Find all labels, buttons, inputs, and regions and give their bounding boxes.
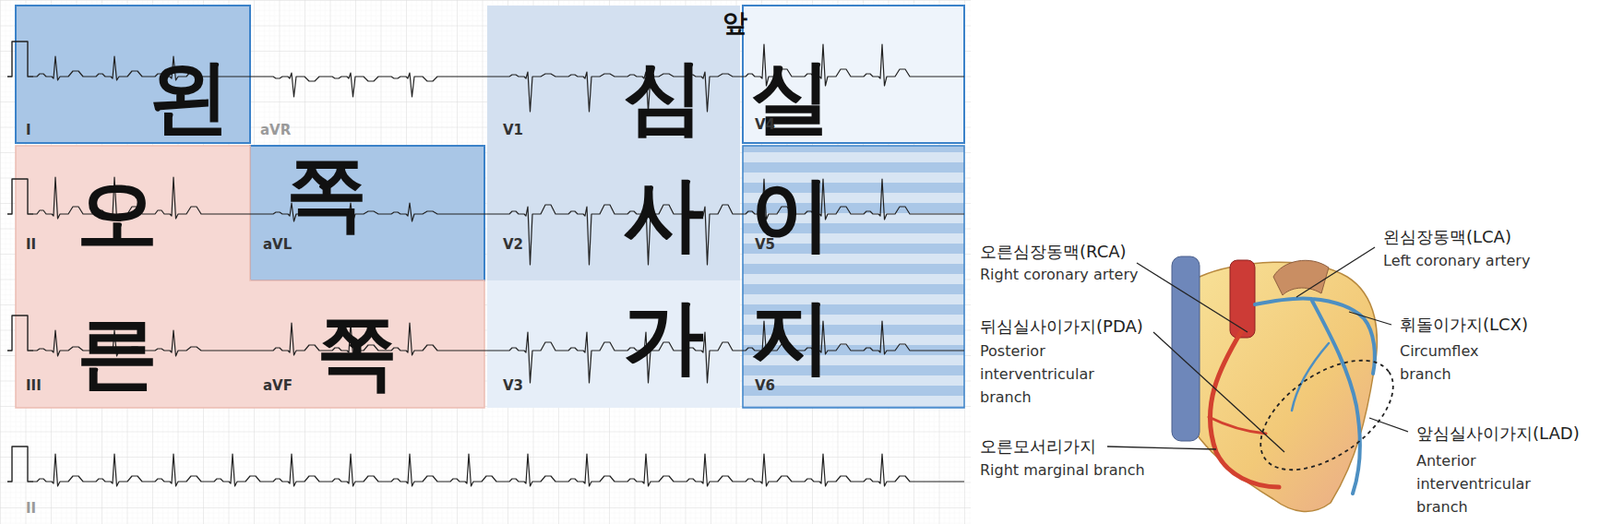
region-letter: 른 [76,311,158,394]
artery-name-ko: 휘돌이가지(LCX) [1399,314,1529,335]
anterior-region [742,5,965,144]
region-letter: 사 [622,173,705,255]
ecg-trace [250,202,488,222]
artery-name-ko: 오른심장동맥(RCA) [979,241,1127,263]
ecg-trace [487,332,743,383]
anterior-region [487,280,741,408]
left-region [15,5,251,144]
lead-name: V4 [754,116,776,133]
ecg-trace [7,179,34,215]
artery-name-en: Right coronary artery [979,265,1138,284]
artery-name-ko: 앞심실사이가지(LAD) [1416,423,1580,444]
lead-name: V3 [502,377,524,395]
anterior-region [742,145,965,408]
anterior-region [487,5,741,281]
lead-name: aVR [260,121,291,139]
lead-name: aVL [262,236,292,253]
lead-name: II [25,500,36,517]
lead-name: III [25,377,42,395]
artery-name-ko: 뒤심실사이가지(PDA) [979,316,1144,337]
lead-name: V5 [754,236,776,253]
artery-name-en: Posterior interventricular branch [979,339,1119,409]
lead-name: I [25,121,32,139]
ecg-trace [7,315,34,351]
right-region [15,145,485,408]
ecg-trace [7,41,34,77]
artery-name-ko: 오른모서리가지 [979,436,1097,457]
ecg-grid [0,0,971,524]
lead-name: II [25,236,36,253]
lead-name: V1 [502,121,524,139]
region-letter: 지 [750,296,832,378]
ecg-trace [250,72,488,97]
artery-name-en: Circumflex branch [1399,339,1502,386]
lead-name: aVF [262,377,293,395]
region-letter: 쪽 [316,311,398,394]
lead-name: V2 [502,236,524,253]
ecg-trace [7,446,34,482]
region-letter: 쪽 [286,153,368,235]
artery-name-en: Right marginal branch [979,461,1146,479]
leader-lines [1107,247,1409,453]
heart-illustration [1171,256,1412,512]
ecg-trace [487,204,743,265]
region-letter: 앞 [722,10,748,36]
region-letter: 오 [76,173,158,255]
artery-name-en: Anterior interventricular branch [1416,449,1555,519]
region-letter: 심 [622,56,705,138]
ecg-trace [33,453,965,487]
region-letter: 왼 [148,56,230,138]
lead-name: V6 [754,377,776,395]
ecg-traces [7,41,965,487]
region-letter: 가 [622,296,705,378]
left-region [250,145,485,281]
artery-name-ko: 왼심장동맥(LCA) [1383,226,1512,248]
ecg-trace [487,71,743,112]
artery-name-en: Left coronary artery [1383,251,1530,270]
